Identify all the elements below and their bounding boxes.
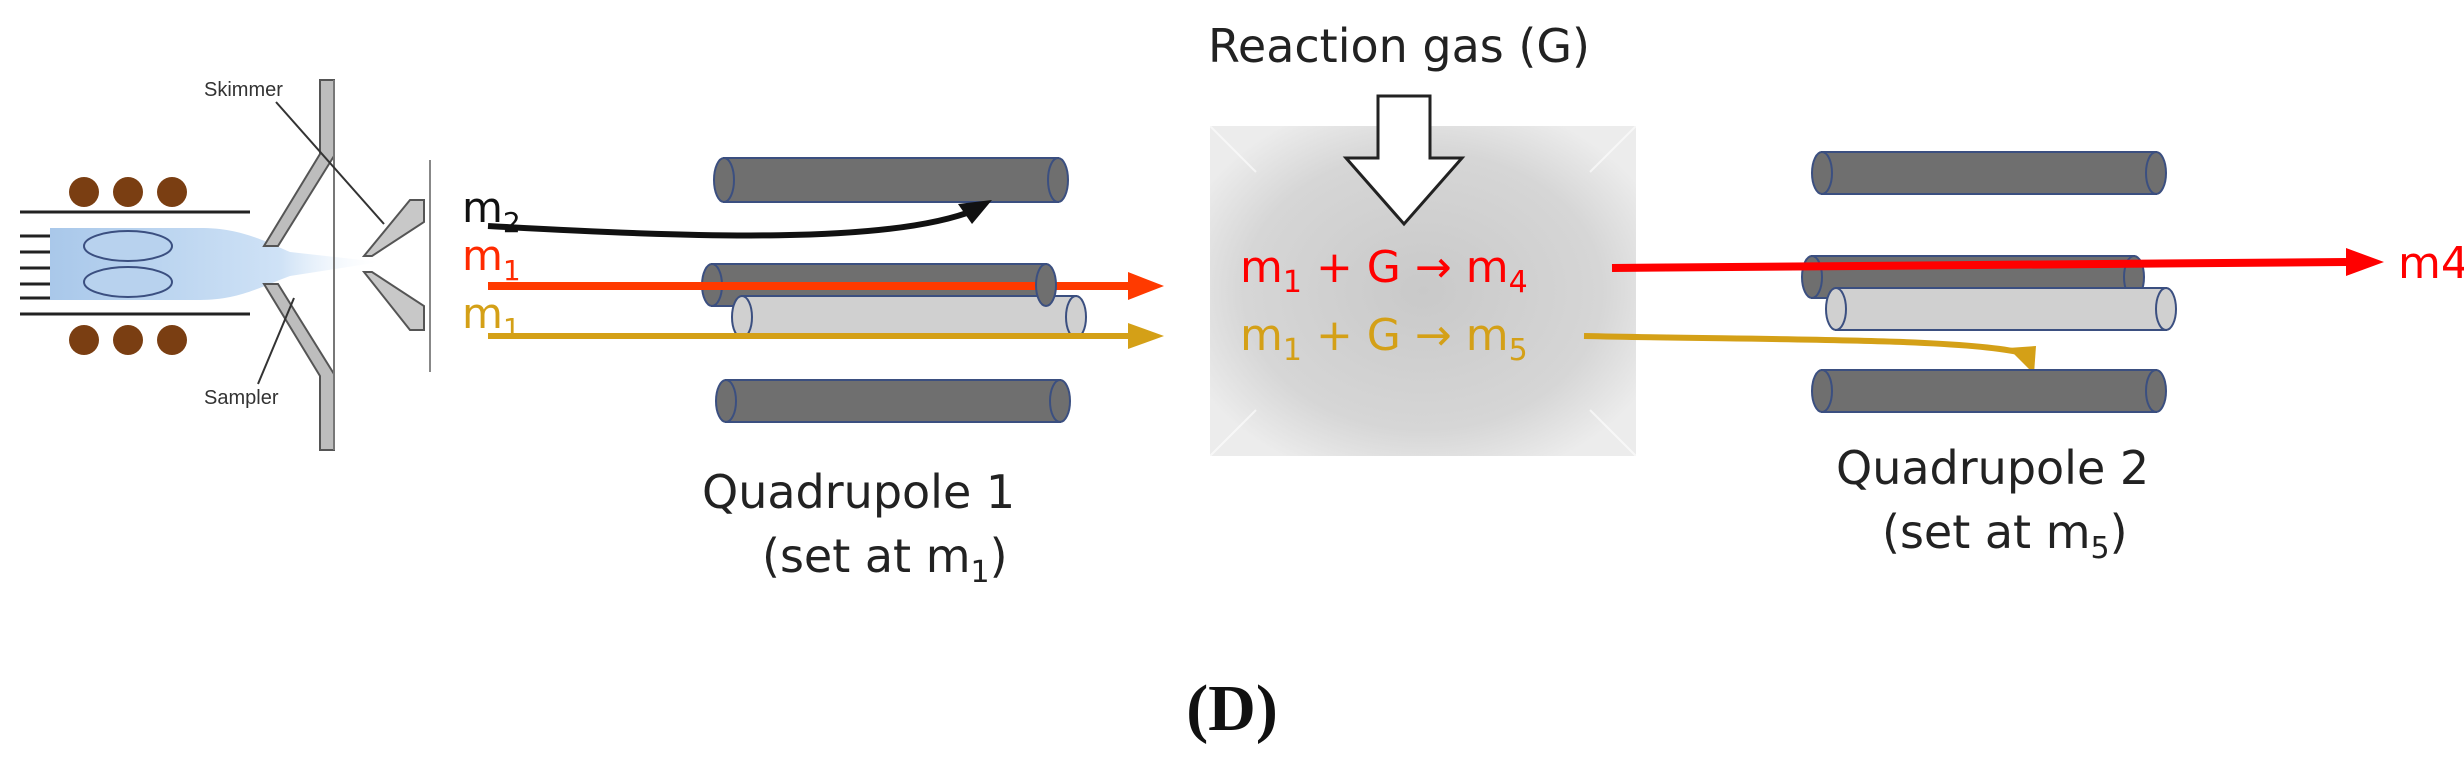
q2-title: Quadrupole 2 xyxy=(1836,441,2149,495)
m5-gold-trajectory xyxy=(1583,333,2019,355)
m2-arrowhead xyxy=(958,200,992,224)
skimmer-pointer xyxy=(275,101,385,225)
m5-beam-group xyxy=(1583,333,2036,374)
m1-red-arrowhead xyxy=(1128,272,1164,300)
skimmer-label: Skimmer xyxy=(204,79,283,101)
output-label-m4: m4 xyxy=(2398,238,2464,289)
label-m1-red: m1 xyxy=(462,231,521,287)
skimmer-cone xyxy=(361,160,431,372)
torch-tube-lines xyxy=(20,210,250,316)
q2-rod-top xyxy=(1811,151,2167,195)
q2-setting: (set at m5) xyxy=(1882,505,2128,566)
sampler-pointer xyxy=(257,297,295,385)
reaction-2: m1 + G → m5 xyxy=(1240,310,1528,368)
q1-rod-bottom xyxy=(715,379,1071,423)
beam-labels: m2 m1 m1 xyxy=(462,183,521,345)
panel-label: (D) xyxy=(1186,672,1278,745)
q1-rod-top xyxy=(713,157,1069,203)
reaction-1: m1 + G → m4 xyxy=(1240,242,1528,300)
m2-trajectory xyxy=(487,207,977,239)
sampler-label: Sampler xyxy=(204,387,279,409)
gas-inlet-arrow-icon xyxy=(1342,94,1466,227)
rf-coil-dots xyxy=(69,177,187,355)
reaction-gas-label: Reaction gas (G) xyxy=(1208,19,1590,73)
reaction-cell-bevel xyxy=(1209,125,1637,457)
m1-gold-beam-group xyxy=(488,323,1164,349)
q2-rod-bottom xyxy=(1811,369,2167,413)
m5-arrowhead xyxy=(2008,346,2036,374)
plasma-ring-bottom xyxy=(83,266,173,298)
icp-torch: Skimmer Sampler xyxy=(20,79,431,451)
q1-rod-middle-light xyxy=(731,295,1087,339)
plasma-ring-top xyxy=(83,230,173,262)
q1-rod-middle-dark-end xyxy=(1035,263,1057,307)
q1-title: Quadrupole 1 xyxy=(702,465,1015,519)
m4-output-beam-group xyxy=(1611,248,2384,276)
label-m2: m2 xyxy=(462,183,521,239)
label-m1-gold: m1 xyxy=(462,289,521,345)
sampler-cone xyxy=(262,79,335,451)
q1-setting: (set at m1) xyxy=(762,529,1008,590)
m1-gold-arrowhead xyxy=(1128,323,1164,349)
m4-red-beam xyxy=(1611,258,2347,272)
q2-rod-middle-light xyxy=(1825,287,2177,331)
reaction-equations: m1 + G → m4 m1 + G → m5 xyxy=(1240,242,1528,368)
ion-beams-q1 xyxy=(487,200,1164,300)
m4-arrowhead xyxy=(2346,248,2384,276)
quadrupole-2 xyxy=(1801,151,2167,299)
